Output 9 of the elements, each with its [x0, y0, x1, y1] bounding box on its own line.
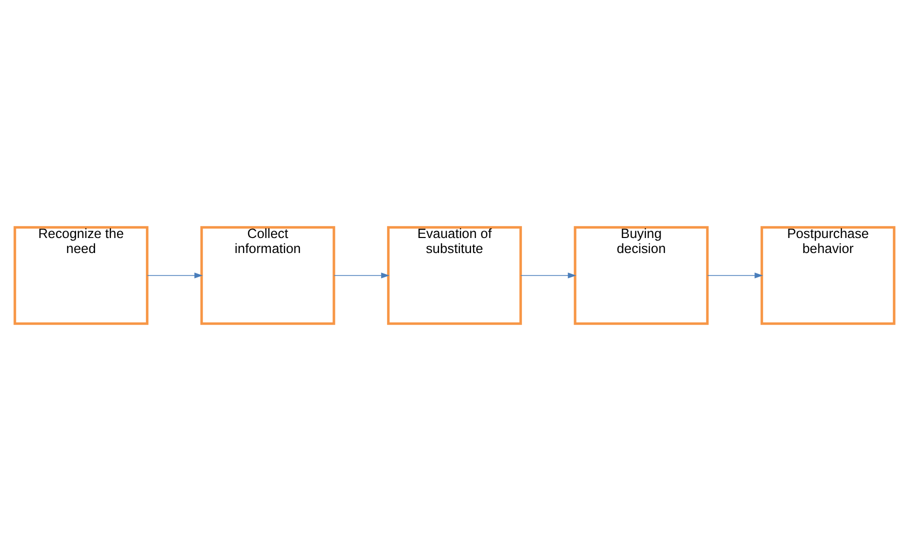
node-box: Buying decision [574, 226, 709, 325]
node-box: Recognize the need [14, 226, 148, 325]
node-box: Evauation of substitute [387, 226, 522, 325]
node-box: Collect information [200, 226, 336, 325]
arrow [707, 272, 763, 278]
arrow [520, 272, 576, 278]
arrow [146, 272, 203, 278]
node-box: Postpurchase behavior [760, 226, 896, 325]
arrow [334, 272, 390, 278]
